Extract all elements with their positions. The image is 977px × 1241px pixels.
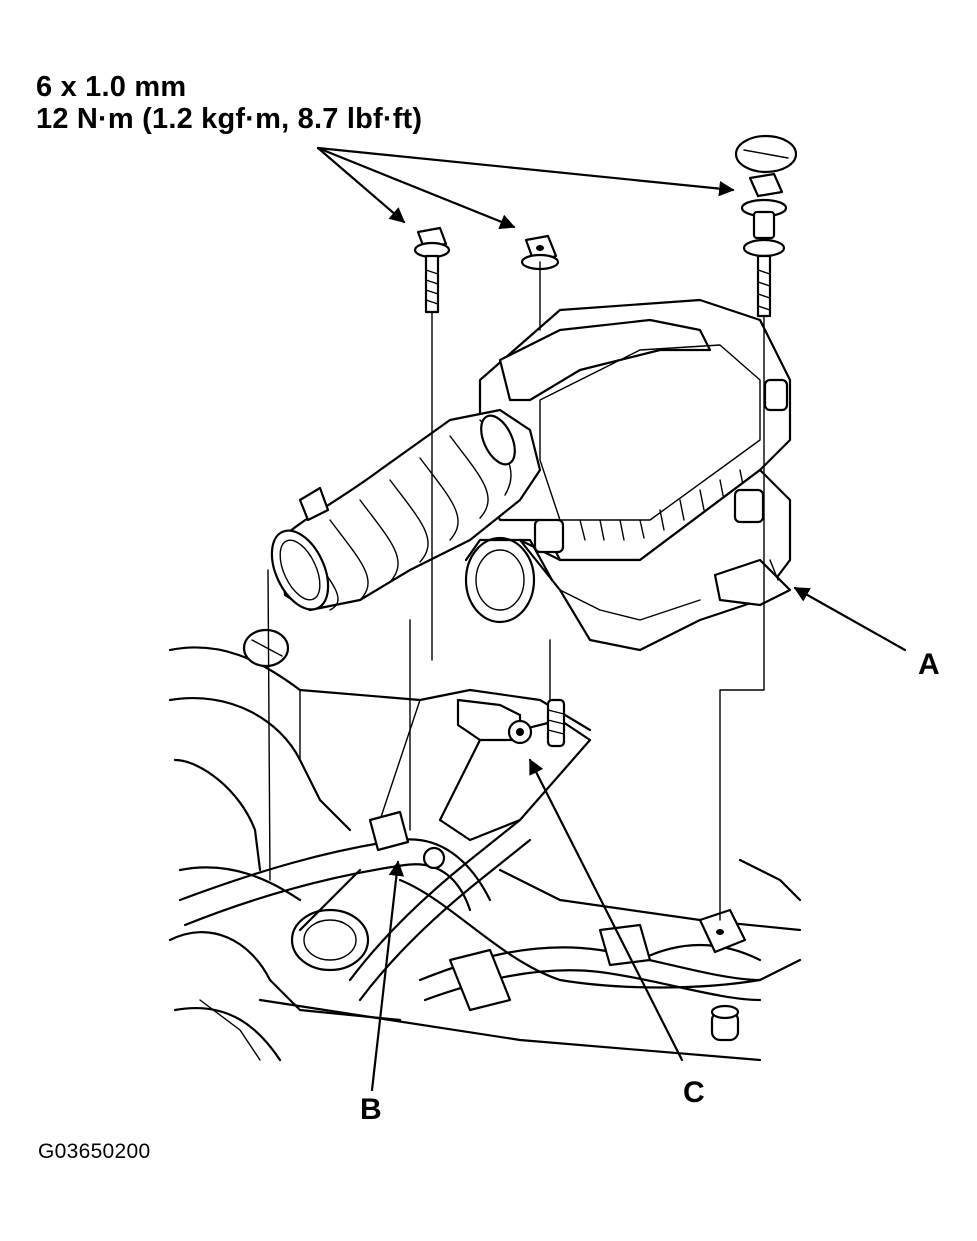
engine-compartment [168, 628, 802, 1062]
air-cleaner-housing [478, 298, 792, 652]
flange-bolt-left [413, 226, 451, 314]
fasteners [413, 134, 798, 318]
callout-label-c: C [683, 1076, 705, 1109]
resonator-ring [464, 536, 554, 624]
intake-duct [270, 408, 542, 612]
torque-leader-arrows [316, 146, 735, 229]
callout-label-b: B [360, 1093, 382, 1126]
callout-arrows [370, 586, 907, 1092]
bolt-size-spec: 6 x 1.0 mm [36, 71, 187, 103]
bracket-assembly [368, 698, 592, 870]
alignment-lines [267, 261, 765, 921]
torque-spec: 12 N·m (1.2 kgf·m, 8.7 lbf·ft) [36, 103, 423, 135]
callout-label-a: A [918, 648, 940, 681]
flange-bolt-right [734, 134, 798, 318]
figure-code: G03650200 [38, 1140, 151, 1163]
